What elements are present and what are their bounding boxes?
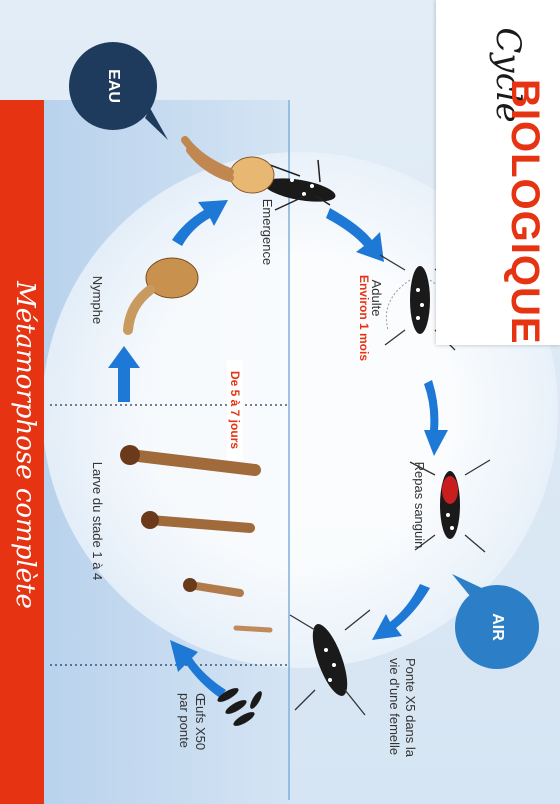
- label-larva: Larve du stade 1 à 4: [89, 451, 105, 591]
- air-label: AIR: [487, 602, 507, 652]
- label-emergence: Emergence: [259, 187, 275, 277]
- label-nymph: Nymphe: [89, 265, 105, 335]
- title-biologique: BIOLOGIQUE: [501, 79, 549, 319]
- banner-text: Métamorphose complète: [5, 265, 45, 625]
- label-laying: Ponte X5 dans la vie d'une femelle: [384, 658, 418, 788]
- eau-label: EAU: [103, 61, 123, 111]
- label-adult-duration: Environ 1 mois: [356, 268, 372, 368]
- label-water-duration: De 5 à 7 jours: [227, 360, 243, 460]
- label-blood-meal: Repas sanguin: [411, 450, 427, 560]
- label-eggs: Œufs X50 par ponte: [174, 693, 208, 773]
